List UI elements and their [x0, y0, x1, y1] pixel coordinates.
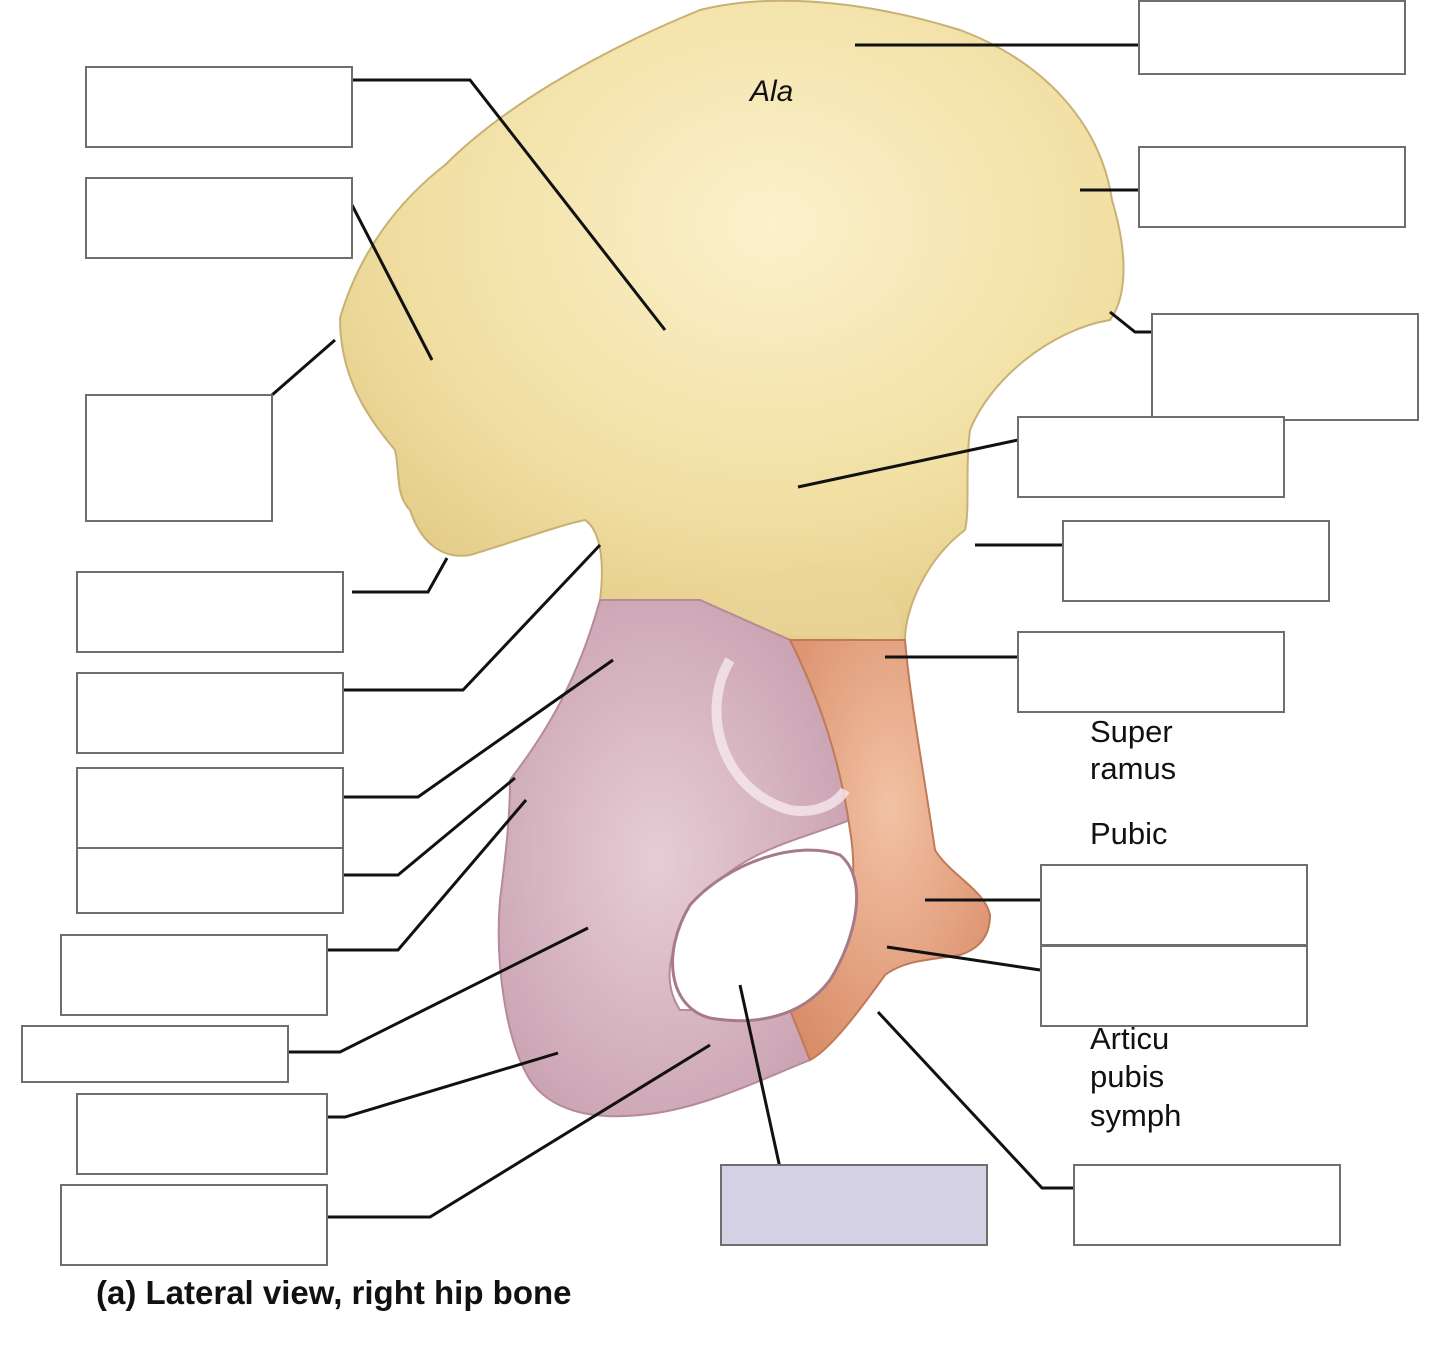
blank-label-box[interactable]	[85, 177, 353, 259]
leader-line	[344, 658, 614, 799]
leader-line	[797, 438, 1019, 489]
superior-ramus-label-line2: ramus	[1090, 751, 1177, 786]
leader-line	[344, 543, 602, 692]
articular-label-line3: symph	[1090, 1098, 1182, 1133]
blank-label-box[interactable]	[60, 1184, 328, 1266]
leader-line	[288, 926, 589, 1054]
blank-label-box[interactable]	[1062, 520, 1330, 602]
blank-label-box[interactable]	[76, 672, 344, 754]
blank-label-box[interactable]	[1073, 1164, 1341, 1246]
blank-label-box[interactable]	[60, 934, 328, 1016]
ala-label: Ala	[750, 75, 794, 108]
leader-line	[352, 78, 667, 331]
leader-line	[344, 776, 516, 877]
articular-label-line2: pubis	[1090, 1059, 1165, 1094]
blank-label-box[interactable]	[85, 66, 353, 148]
blank-label-box[interactable]	[1138, 146, 1406, 228]
pubic-label: Pubic	[1090, 816, 1168, 851]
blank-label-box[interactable]	[1040, 945, 1308, 1027]
blank-label-box[interactable]	[1151, 313, 1419, 421]
blank-label-box[interactable]	[1138, 0, 1406, 75]
leader-line	[886, 945, 1041, 972]
leader-line	[350, 204, 434, 361]
leader-line	[271, 338, 336, 397]
blank-label-box[interactable]	[76, 571, 344, 653]
highlighted-label-box[interactable]	[720, 1164, 988, 1246]
ilium-region	[338, 0, 1125, 641]
blank-label-box[interactable]	[21, 1025, 289, 1083]
leader-line	[326, 799, 528, 952]
blank-label-box[interactable]	[1017, 416, 1285, 498]
blank-label-box[interactable]	[76, 767, 344, 849]
ischium-region	[497, 599, 852, 1118]
blank-label-box[interactable]	[1040, 864, 1308, 946]
figure-caption: (a) Lateral view, right hip bone	[96, 1274, 572, 1311]
leader-line	[1109, 310, 1152, 334]
blank-label-box[interactable]	[1017, 631, 1285, 713]
superior-ramus-label-line1: Super	[1090, 714, 1173, 749]
blank-label-box[interactable]	[76, 847, 344, 914]
blank-label-box[interactable]	[85, 394, 273, 522]
blank-label-box[interactable]	[76, 1093, 328, 1175]
leader-line	[326, 1051, 559, 1119]
leader-line	[352, 557, 449, 594]
leader-lines	[271, 43, 1152, 1219]
leader-line	[876, 1010, 1073, 1190]
leader-line	[326, 1043, 711, 1219]
leader-line	[738, 984, 782, 1169]
obturator-foramen	[671, 848, 859, 1023]
lunate-surface	[711, 657, 850, 816]
